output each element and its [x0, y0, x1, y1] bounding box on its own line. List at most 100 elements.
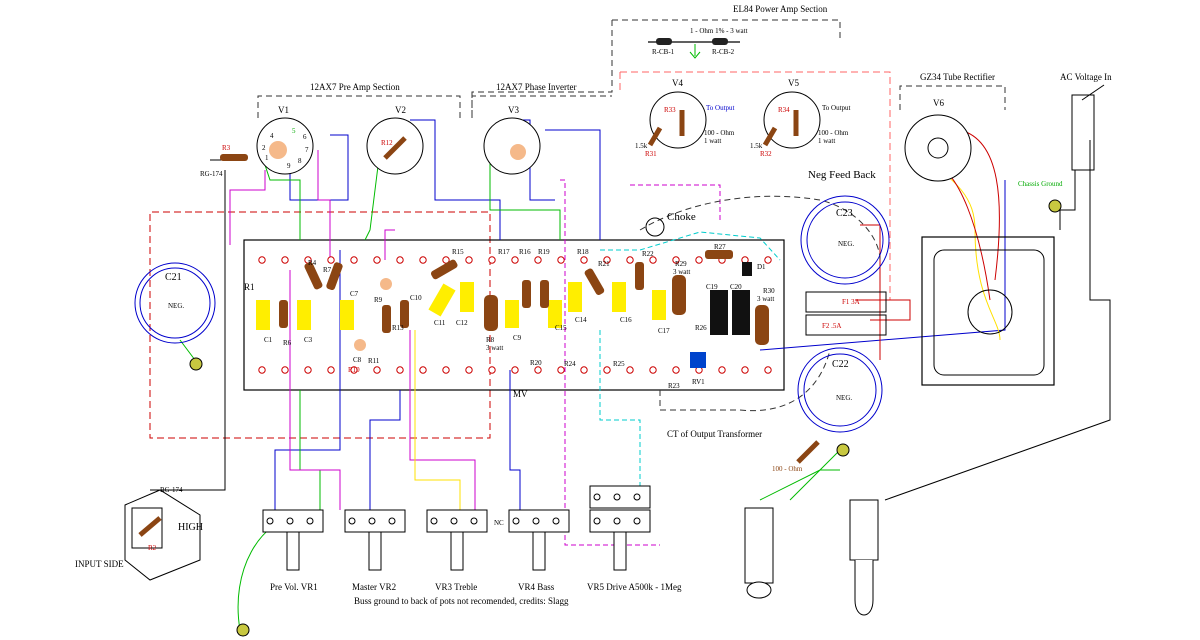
turret-pad: [258, 256, 266, 264]
r18-res: [584, 268, 605, 296]
r30-res: [755, 305, 769, 345]
r24-label: R24: [564, 360, 576, 368]
c7-label: C7: [350, 290, 359, 298]
c23-neg: NEG.: [838, 240, 854, 248]
svg-text:1: 1: [265, 154, 269, 162]
r32-label: R32: [760, 150, 772, 158]
rv1-trimpot: [690, 352, 706, 368]
r9-label: R9: [374, 296, 383, 304]
r4-label: R4: [308, 259, 317, 267]
pot-lug: [388, 517, 396, 525]
turret-pad: [603, 366, 611, 374]
turret-pad: [373, 256, 381, 264]
k15b-label: 1.5k: [750, 142, 763, 150]
r29-res: [672, 275, 686, 315]
power-transformer: [921, 236, 1055, 386]
r1-label: R1: [244, 282, 255, 292]
pot-lug: [450, 517, 458, 525]
turret-pad: [258, 366, 266, 374]
ct-output-label: CT of Output Transformer: [667, 429, 762, 439]
ct-100ohm-label: 100 - Ohm: [772, 465, 803, 473]
section-preamp: 12AX7 Pre Amp Section 12AX7 Phase Invert…: [257, 82, 612, 118]
vr1-label: Pre Vol. VR1: [270, 582, 318, 592]
c8-pad: [354, 339, 366, 351]
v3-label: V3: [508, 105, 519, 115]
mv-label: MV: [513, 389, 528, 399]
pot-lug: [613, 517, 621, 525]
chassis-ground-lug: [1048, 199, 1062, 213]
turret-pad: [373, 366, 381, 374]
f1-label: F1 3A: [842, 298, 860, 306]
c1-label: C1: [264, 336, 273, 344]
turret-pad: [580, 256, 588, 264]
pot-vr2[interactable]: Master VR2: [344, 509, 406, 592]
turret-pad: [511, 256, 519, 264]
fuses: F1 3A F2 .5A: [805, 291, 887, 336]
r8-watt: 3 watt: [486, 344, 503, 352]
c14-cap: [568, 282, 582, 312]
r31-label: R31: [645, 150, 657, 158]
svg-text:6: 6: [303, 133, 307, 141]
turret-board: [243, 239, 785, 391]
c22-ground-lug: [836, 443, 850, 457]
ac-inlet: [1071, 84, 1105, 171]
c23-label: C23: [836, 208, 853, 219]
c17-label: C17: [658, 327, 670, 335]
cap-c22: C22 NEG.: [797, 347, 883, 457]
rectifier-title: GZ34 Tube Rectifier: [920, 72, 995, 82]
ac-in-title: AC Voltage In: [1060, 72, 1112, 82]
rg174-top: RG-174: [200, 170, 223, 178]
turret-pad: [741, 366, 749, 374]
r29-watt: 3 watt: [673, 268, 690, 276]
turret-pad: [350, 256, 358, 264]
r8-label: R8: [486, 336, 495, 344]
wiring: [150, 119, 1111, 631]
r12-label: R12: [381, 139, 393, 147]
vr4-label: VR4 Bass: [518, 582, 555, 592]
r100-2a: 100 - Ohm: [818, 129, 849, 137]
c15-cap: [548, 300, 562, 328]
c17-cap: [652, 290, 666, 320]
c19-label: C19: [706, 283, 718, 291]
pot-lug: [348, 517, 356, 525]
turret-pad: [419, 256, 427, 264]
c22-neg: NEG.: [836, 394, 852, 402]
r26-label: R26: [695, 324, 707, 332]
f2-label: F2 .5A: [822, 322, 841, 330]
pot-lug: [552, 517, 560, 525]
r22-res: [635, 262, 644, 290]
turret-pad: [465, 366, 473, 374]
r21-label: R21: [598, 260, 610, 268]
v5-label: V5: [788, 78, 799, 88]
pot-lug: [470, 517, 478, 525]
turret-pad: [511, 366, 519, 374]
c14-label: C14: [575, 316, 587, 324]
turret-pad: [281, 366, 289, 374]
to-output-2: To Output: [822, 104, 851, 112]
turret-pad: [488, 366, 496, 374]
pot-lug: [613, 493, 621, 501]
power-boundary: [620, 71, 891, 300]
turret-pad: [396, 256, 404, 264]
c20-cap: [732, 290, 750, 335]
c7-cap: [340, 300, 354, 330]
r10-label: R10: [348, 366, 360, 374]
r6-label: R6: [283, 339, 292, 347]
v5-socket: [763, 91, 821, 149]
pot-lug: [512, 517, 520, 525]
output-jacks: [744, 499, 879, 616]
r7-label: R7: [323, 266, 332, 274]
turret-pad: [396, 366, 404, 374]
turret-pad: [350, 366, 358, 374]
input-jack: R2 HIGH RG-174 INPUT SIDE: [75, 486, 250, 637]
r16-res: [522, 280, 531, 308]
turret-pad: [488, 256, 496, 264]
r100-2b: 1 watt: [818, 137, 835, 145]
preamp-boundary: [149, 211, 491, 439]
rcb1-resistor: [656, 38, 672, 45]
pot-vr5[interactable]: VR5 Drive A500k - 1Meg: [587, 485, 682, 592]
turret-pad: [557, 256, 565, 264]
turret-pad: [442, 256, 450, 264]
turret-pad: [603, 256, 611, 264]
high-label: HIGH: [178, 522, 203, 533]
